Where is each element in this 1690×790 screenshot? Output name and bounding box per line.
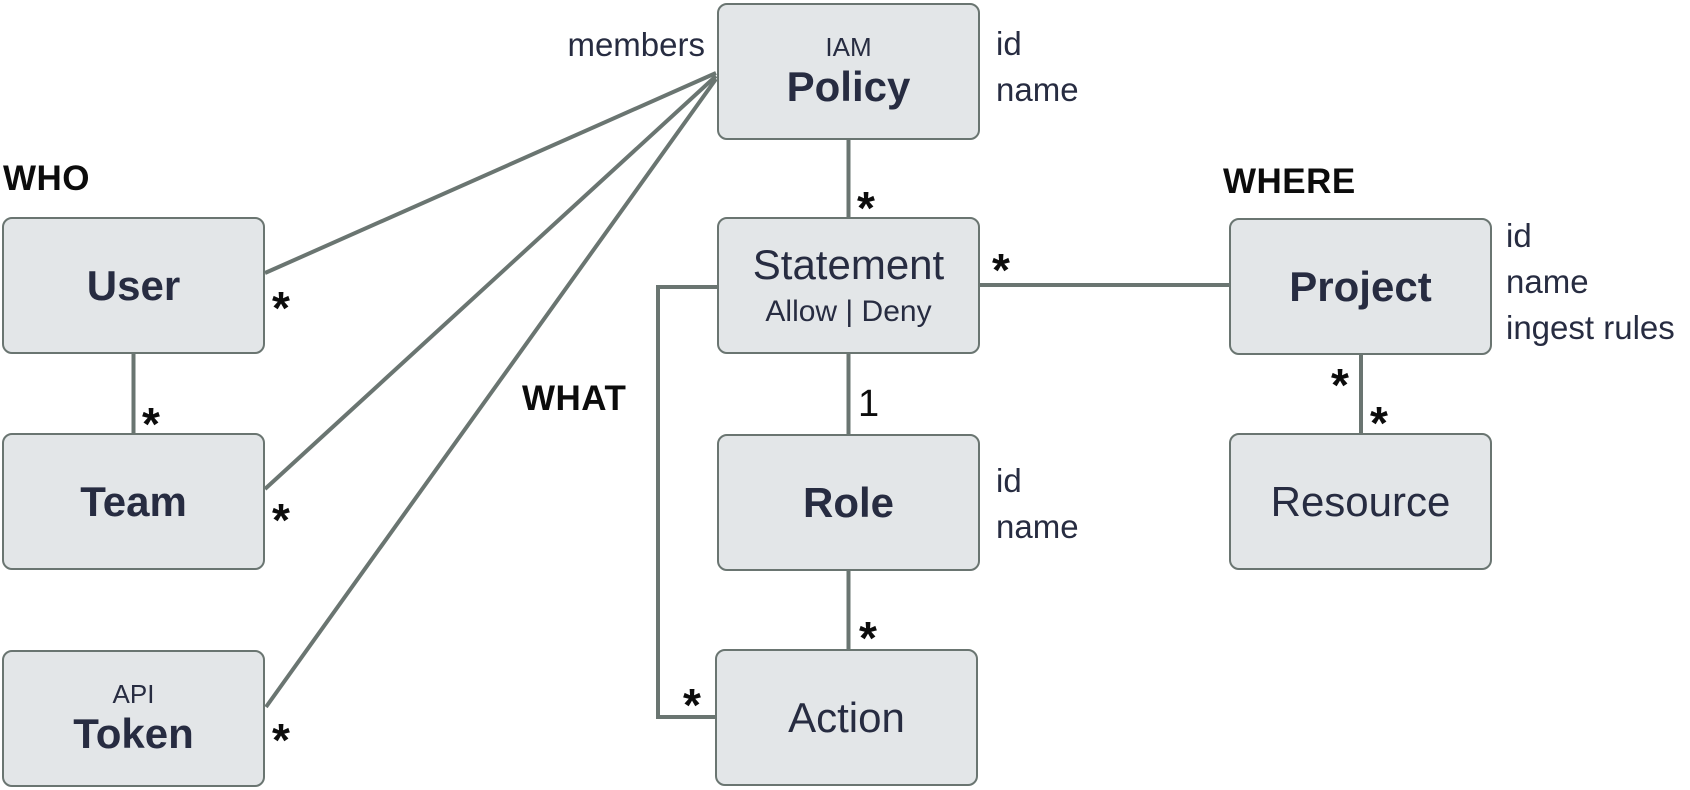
cardinality-token-policy: * bbox=[272, 714, 290, 766]
cardinality-statement-action: * bbox=[683, 679, 701, 731]
entity-statement: Statement Allow | Deny bbox=[717, 217, 980, 354]
cardinality-team-policy: * bbox=[272, 494, 290, 546]
entity-project-title: Project bbox=[1289, 262, 1432, 310]
connector-team-policy bbox=[263, 74, 718, 491]
attribute-item: name bbox=[996, 71, 1079, 108]
connector-statement-action-elbow bbox=[656, 285, 717, 719]
attribute-item: name bbox=[1506, 263, 1589, 300]
entity-resource: Resource bbox=[1229, 433, 1492, 570]
connector-token-policy bbox=[264, 77, 718, 709]
entity-action-title: Action bbox=[788, 693, 905, 741]
attribute-item: id bbox=[996, 25, 1022, 62]
entity-role-title: Role bbox=[802, 478, 894, 526]
cardinality-role-action: * bbox=[859, 612, 877, 664]
entity-action: Action bbox=[715, 649, 978, 786]
entity-policy: IAM Policy bbox=[717, 3, 980, 140]
entity-statement-title: Statement bbox=[752, 241, 945, 289]
attribute-item: id bbox=[996, 462, 1022, 499]
entity-user-title: User bbox=[86, 261, 181, 309]
connector-user-policy bbox=[264, 71, 717, 275]
cardinality-statement-project: * bbox=[992, 244, 1010, 296]
cardinality-project-resource-near: * bbox=[1331, 359, 1349, 411]
cardinality-user-team: * bbox=[142, 398, 160, 450]
attribute-item: ingest rules bbox=[1506, 309, 1675, 346]
members-label: members bbox=[567, 26, 705, 63]
entity-team: Team bbox=[2, 433, 265, 570]
entity-team-title: Team bbox=[80, 477, 187, 525]
role-attributes: id name bbox=[996, 458, 1079, 550]
entity-policy-kicker: IAM bbox=[825, 32, 872, 63]
entity-project: Project bbox=[1229, 218, 1492, 355]
entity-token: API Token bbox=[2, 650, 265, 787]
cardinality-policy-statement: * bbox=[857, 182, 875, 234]
entity-token-kicker: API bbox=[112, 679, 155, 710]
label-what: WHAT bbox=[522, 379, 627, 418]
entity-token-title: Token bbox=[73, 709, 194, 757]
attribute-item: id bbox=[1506, 217, 1532, 254]
project-attributes: id name ingest rules bbox=[1506, 213, 1675, 351]
cardinality-project-resource-far: * bbox=[1370, 397, 1388, 449]
label-who: WHO bbox=[3, 159, 91, 198]
entity-statement-subtitle: Allow | Deny bbox=[765, 294, 932, 328]
entity-resource-title: Resource bbox=[1270, 477, 1451, 525]
cardinality-statement-role: 1 bbox=[858, 383, 880, 425]
cardinality-user-policy: * bbox=[272, 282, 290, 334]
attribute-item: name bbox=[996, 508, 1079, 545]
policy-attributes: id name bbox=[996, 21, 1079, 113]
label-where: WHERE bbox=[1223, 162, 1356, 201]
entity-role: Role bbox=[717, 434, 980, 571]
entity-policy-title: Policy bbox=[786, 62, 911, 110]
entity-user: User bbox=[2, 217, 265, 354]
